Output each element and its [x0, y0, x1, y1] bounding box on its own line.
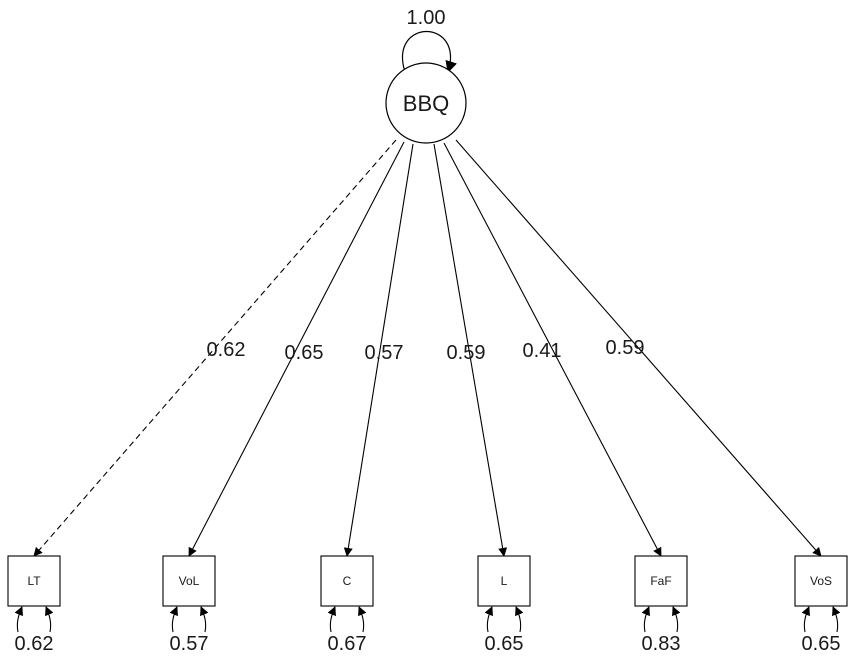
latent-circle	[385, 62, 467, 144]
loading-label-faf: 0.41	[523, 340, 562, 362]
residual-arrow-left	[641, 606, 650, 633]
loading-label-c: 0.57	[365, 342, 404, 364]
latent-variance-label: 1.00	[407, 7, 446, 29]
loading-path-vos	[455, 139, 822, 557]
indicator-label: VoL	[179, 574, 200, 588]
residual-label: 0.65	[802, 633, 841, 655]
residual-arrow-left	[327, 606, 336, 633]
residual-arrow-right	[672, 606, 681, 633]
indicator-label: C	[343, 574, 352, 588]
latent-variance-loop: 1.00	[402, 7, 457, 85]
variance-loop-path	[402, 30, 457, 85]
indicator-label: LT	[27, 574, 41, 588]
indicator-node-c: C	[320, 555, 374, 607]
indicator-box	[634, 555, 688, 607]
loading-paths	[33, 139, 822, 557]
residual-arrow-left	[801, 606, 810, 633]
indicator-boxes: LT VoL C L FaF VoS	[7, 555, 848, 607]
loading-path-l	[433, 143, 508, 557]
loading-labels: 0.62 0.65 0.57 0.59 0.41 0.59	[207, 337, 645, 364]
indicator-box	[477, 555, 531, 607]
loading-label-l: 0.59	[447, 342, 486, 364]
residual-arrow-right	[45, 606, 54, 633]
residual-l: 0.65	[484, 606, 524, 655]
loading-label-lt: 0.62	[207, 339, 246, 361]
residual-arrow-right	[358, 606, 367, 633]
indicator-box	[794, 555, 848, 607]
residual-label: 0.67	[328, 633, 367, 655]
residual-arrow-right	[515, 606, 524, 633]
indicator-node-vos: VoS	[794, 555, 848, 607]
residual-label: 0.65	[485, 633, 524, 655]
residual-vol: 0.57	[169, 606, 209, 655]
residual-arrow-right	[832, 606, 841, 633]
latent-label: BBQ	[403, 91, 449, 116]
indicator-box	[162, 555, 216, 607]
indicator-node-vol: VoL	[162, 555, 216, 607]
indicator-node-lt: LT	[7, 555, 61, 607]
residual-arrows: 0.62 0.57 0.67 0.65 0.83 0.65	[14, 606, 841, 655]
indicator-node-faf: FaF	[634, 555, 688, 607]
loading-path-faf	[443, 142, 662, 557]
residual-label: 0.83	[642, 633, 681, 655]
residual-arrow-right	[200, 606, 209, 633]
loading-path-lt	[33, 139, 397, 557]
residual-label: 0.57	[170, 633, 209, 655]
indicator-node-l: L	[477, 555, 531, 607]
indicator-label: FaF	[650, 574, 671, 588]
residual-label: 0.62	[15, 633, 54, 655]
residual-arrow-left	[14, 606, 23, 633]
loading-label-vos: 0.59	[606, 337, 645, 359]
loading-label-vol: 0.65	[285, 342, 324, 364]
indicator-box	[320, 555, 374, 607]
indicator-label: L	[501, 574, 508, 588]
indicator-label: VoS	[810, 574, 832, 588]
indicator-box	[7, 555, 61, 607]
loading-path-c	[343, 143, 414, 557]
latent-node-bbq: BBQ	[385, 62, 467, 144]
residual-faf: 0.83	[641, 606, 681, 655]
residual-arrow-left	[169, 606, 178, 633]
residual-lt: 0.62	[14, 606, 54, 655]
residual-vos: 0.65	[801, 606, 841, 655]
loading-path-vol	[188, 141, 405, 557]
residual-c: 0.67	[327, 606, 367, 655]
residual-arrow-left	[484, 606, 493, 633]
